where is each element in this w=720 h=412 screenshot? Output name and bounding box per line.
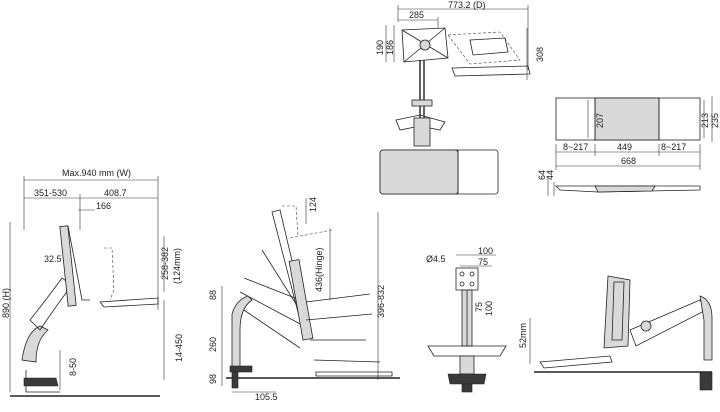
dim-tray-right: 8~217 — [661, 142, 686, 152]
motion-range-view: 124 436(Hinge) 396-832 88 260 98 105.5 — [208, 197, 400, 402]
keyboard-arm-view: 52mm — [518, 275, 713, 391]
dim-reach-b: 408.7 — [104, 188, 127, 198]
dim-v100: 100 — [484, 301, 494, 316]
dim-tray-44: 44 — [545, 170, 555, 180]
dim-travel: 124 — [308, 197, 318, 212]
dim-hinge: 436(Hinge) — [314, 247, 324, 292]
dim-h88: 88 — [208, 290, 218, 300]
dim-clamp: 8-50 — [68, 358, 78, 376]
dim-tray-207: 207 — [595, 113, 605, 128]
tray-plan-view: 207 213 235 8~217 449 8~217 668 64 44 — [537, 96, 720, 196]
column-front-view: Ø4.5 100 75 75 100 — [426, 246, 507, 393]
dim-base: 105.5 — [255, 392, 278, 402]
dim-h98: 98 — [208, 374, 218, 384]
dim-tray-middle: 449 — [617, 142, 632, 152]
dim-height-186: 186 — [385, 40, 395, 55]
dim-height-total: 890 (H) — [1, 288, 11, 318]
dim-offset: 166 — [96, 201, 111, 211]
dim-lift: 14-450 — [174, 334, 184, 362]
dim-height-range: 258-382 — [160, 247, 170, 280]
dim-w75: 75 — [478, 257, 488, 267]
dim-height-range-note: (124mm) — [172, 248, 182, 284]
dim-height-190: 190 — [375, 40, 385, 55]
dim-v75: 75 — [474, 302, 484, 312]
dim-drop: 52mm — [518, 323, 528, 348]
side-view: Max.940 mm (W) 351-530 408.7 166 32.5 89… — [1, 168, 184, 397]
dim-max-width: Max.940 mm (W) — [62, 168, 131, 178]
dim-h260: 260 — [208, 337, 218, 352]
dim-tray-235: 235 — [710, 113, 720, 128]
dim-range: 396-832 — [376, 285, 386, 318]
dim-overall-depth: 773.2 (D) — [448, 0, 486, 10]
dim-arm-span: 285 — [409, 10, 424, 20]
top-view: 773.2 (D) 285 190 186 308 — [375, 0, 545, 195]
dim-tray-total: 668 — [621, 156, 636, 166]
dim-w100: 100 — [478, 246, 493, 256]
dim-tray-64: 64 — [537, 170, 547, 180]
dim-depth-308: 308 — [535, 47, 545, 62]
dim-tray-left: 8~217 — [563, 142, 588, 152]
dim-reach-a: 351-530 — [34, 188, 67, 198]
dim-arm-length: 32.5 — [44, 254, 62, 264]
dim-tray-213: 213 — [700, 113, 710, 128]
dim-hole: Ø4.5 — [426, 254, 446, 264]
